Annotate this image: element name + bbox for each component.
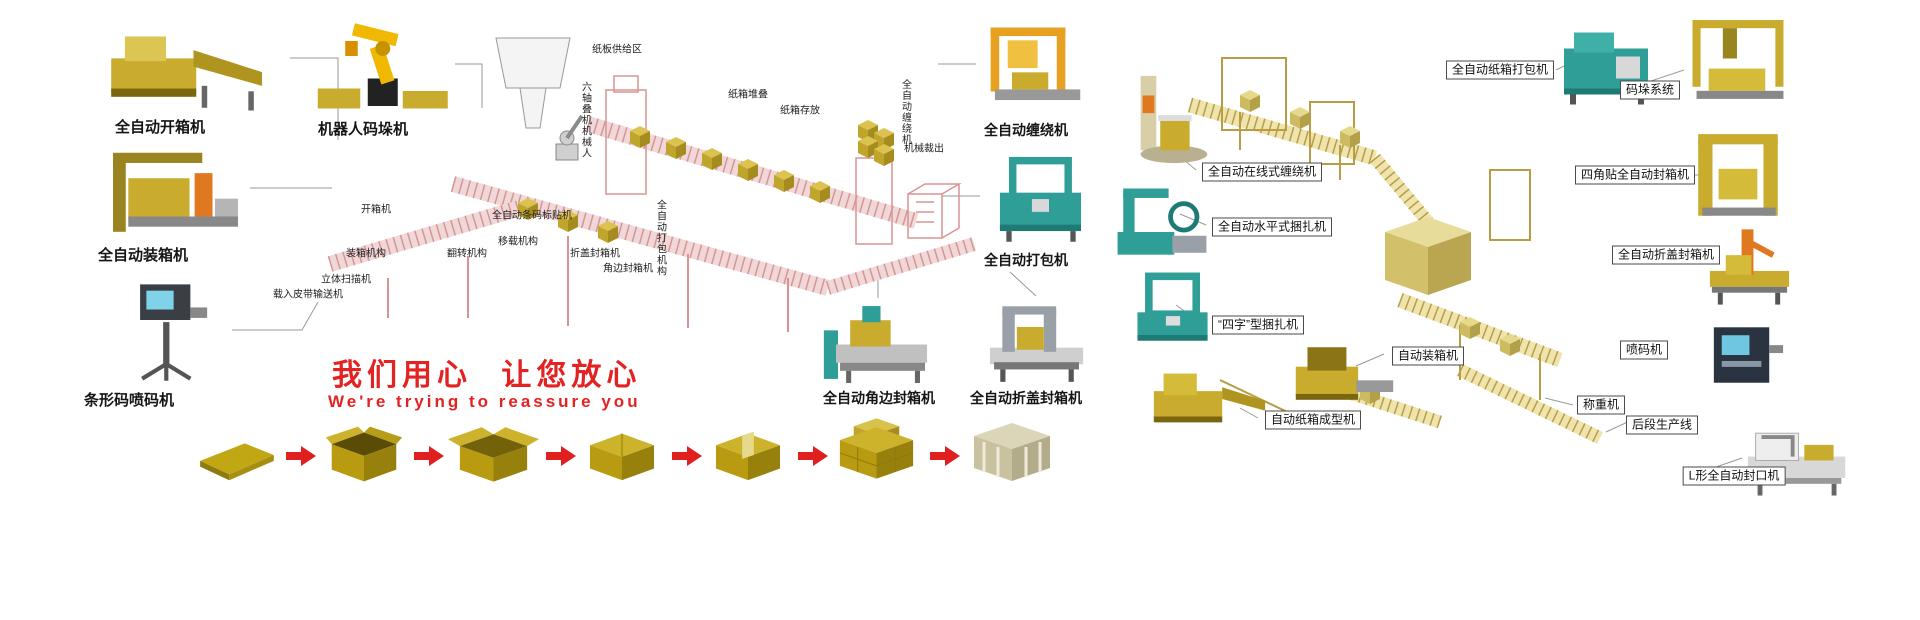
inkjet-coder-photo bbox=[1698, 316, 1792, 398]
label-carton-strapper: 全自动纸箱打包机 bbox=[1445, 60, 1555, 80]
label-wrapper-unit: 全自动缠绕机 bbox=[899, 79, 911, 145]
case-erector-photo bbox=[1148, 356, 1270, 438]
label-palletizing-system: 码垛系统 bbox=[1619, 80, 1681, 100]
square-strapper-photo bbox=[1128, 266, 1218, 352]
label-strapping-unit: 全自动打包机构 bbox=[654, 199, 666, 277]
flap-sealer-label: 全自动折盖封箱机 bbox=[970, 390, 1082, 406]
label-scanner: 立体扫描机 bbox=[321, 274, 371, 286]
label-opener: 开箱机 bbox=[361, 204, 391, 216]
robot-palletizer-label: 机器人码垛机 bbox=[317, 121, 409, 138]
process-step-palletized-stack bbox=[830, 410, 924, 488]
process-step-closed-carton bbox=[578, 420, 666, 486]
process-step-wrapped-pallet bbox=[962, 408, 1062, 490]
robot-palletizer-photo bbox=[315, 16, 453, 116]
label-carton-stack: 纸箱堆叠 bbox=[728, 89, 768, 101]
label-paper-supply: 纸板供给区 bbox=[592, 44, 642, 56]
label-weigher: 称重机 bbox=[1576, 395, 1626, 415]
process-step-taped-carton bbox=[704, 420, 792, 486]
process-arrow bbox=[930, 446, 960, 466]
process-arrow bbox=[414, 446, 444, 466]
label-horizontal-strapper: 全自动水平式捆扎机 bbox=[1211, 217, 1333, 237]
wrapping-machine-photo bbox=[980, 18, 1092, 116]
strapping-machine-photo bbox=[984, 150, 1098, 246]
corner-sealer-label: 全自动角边封箱机 bbox=[823, 390, 935, 406]
label-four-corner-sealer: 四角贴全自动封箱机 bbox=[1574, 165, 1696, 185]
horizontal-strapper-photo bbox=[1110, 180, 1214, 266]
strapping-machine-label: 全自动打包机 bbox=[984, 252, 1068, 268]
label-discharge: 机械裁出 bbox=[904, 143, 944, 155]
label-inkjet-coder: 喷码机 bbox=[1619, 340, 1669, 360]
slogan-chinese: 我们用心 让您放心 bbox=[332, 359, 642, 392]
label-back-end-line: 后段生产线 bbox=[1625, 415, 1699, 435]
label-turnover-unit: 翻转机构 bbox=[447, 248, 487, 260]
flap-fold-sealer-photo bbox=[1702, 220, 1796, 312]
process-arrow bbox=[672, 446, 702, 466]
carton-opener-photo bbox=[88, 20, 288, 116]
process-arrow bbox=[798, 446, 828, 466]
barcode-printer-label: 条形码喷码机 bbox=[83, 392, 175, 409]
label-l-sealer: L形全自动封口机 bbox=[1682, 466, 1786, 486]
flap-sealer-photo bbox=[980, 298, 1092, 386]
l-sealer-photo bbox=[1742, 414, 1854, 504]
process-arrow bbox=[546, 446, 576, 466]
case-packer-label: 全自动装箱机 bbox=[97, 247, 189, 264]
carton-opener-label: 全自动开箱机 bbox=[114, 119, 206, 136]
online-wrapper-photo bbox=[1126, 70, 1216, 168]
barcode-printer-photo bbox=[112, 276, 230, 386]
label-case-erector: 自动纸箱成型机 bbox=[1264, 410, 1362, 430]
palletizing-system-photo bbox=[1684, 12, 1796, 108]
label-square-strapper: “四字”型捆扎机 bbox=[1212, 315, 1304, 335]
process-step-flaps-open bbox=[446, 416, 540, 488]
label-belt-infeed: 载入皮带输送机 bbox=[273, 289, 343, 301]
label-corner-sealer-unit: 角边封箱机 bbox=[603, 263, 653, 275]
label-transfer-unit: 移载机构 bbox=[498, 236, 538, 248]
label-auto-case-packer: 自动装箱机 bbox=[1391, 346, 1465, 366]
corner-sealer-photo bbox=[814, 300, 944, 386]
label-flap-fold-sealer: 全自动折盖封箱机 bbox=[1611, 245, 1721, 265]
four-corner-sealer-photo bbox=[1688, 126, 1790, 232]
slogan-english: We're trying to reassure you bbox=[328, 392, 641, 411]
label-six-axis-robot: 六轴叠机机械人 bbox=[579, 81, 591, 159]
label-flap-sealer-unit: 折盖封箱机 bbox=[570, 248, 620, 260]
label-carton-storage: 纸箱存放 bbox=[780, 105, 820, 117]
main-line-illustration bbox=[327, 37, 977, 332]
auto-case-packer-photo bbox=[1288, 336, 1400, 412]
label-case-packer-unit: 装箱机构 bbox=[346, 248, 386, 260]
label-barcode-labeler: 全自动条码标贴机 bbox=[492, 210, 572, 222]
wrapping-machine-label: 全自动缠绕机 bbox=[984, 122, 1068, 138]
case-packer-photo bbox=[103, 140, 248, 242]
label-online-wrapper: 全自动在线式缠绕机 bbox=[1201, 162, 1323, 182]
process-step-open-carton bbox=[320, 418, 408, 488]
process-arrow bbox=[286, 446, 316, 466]
process-step-flat-blank bbox=[192, 424, 280, 488]
